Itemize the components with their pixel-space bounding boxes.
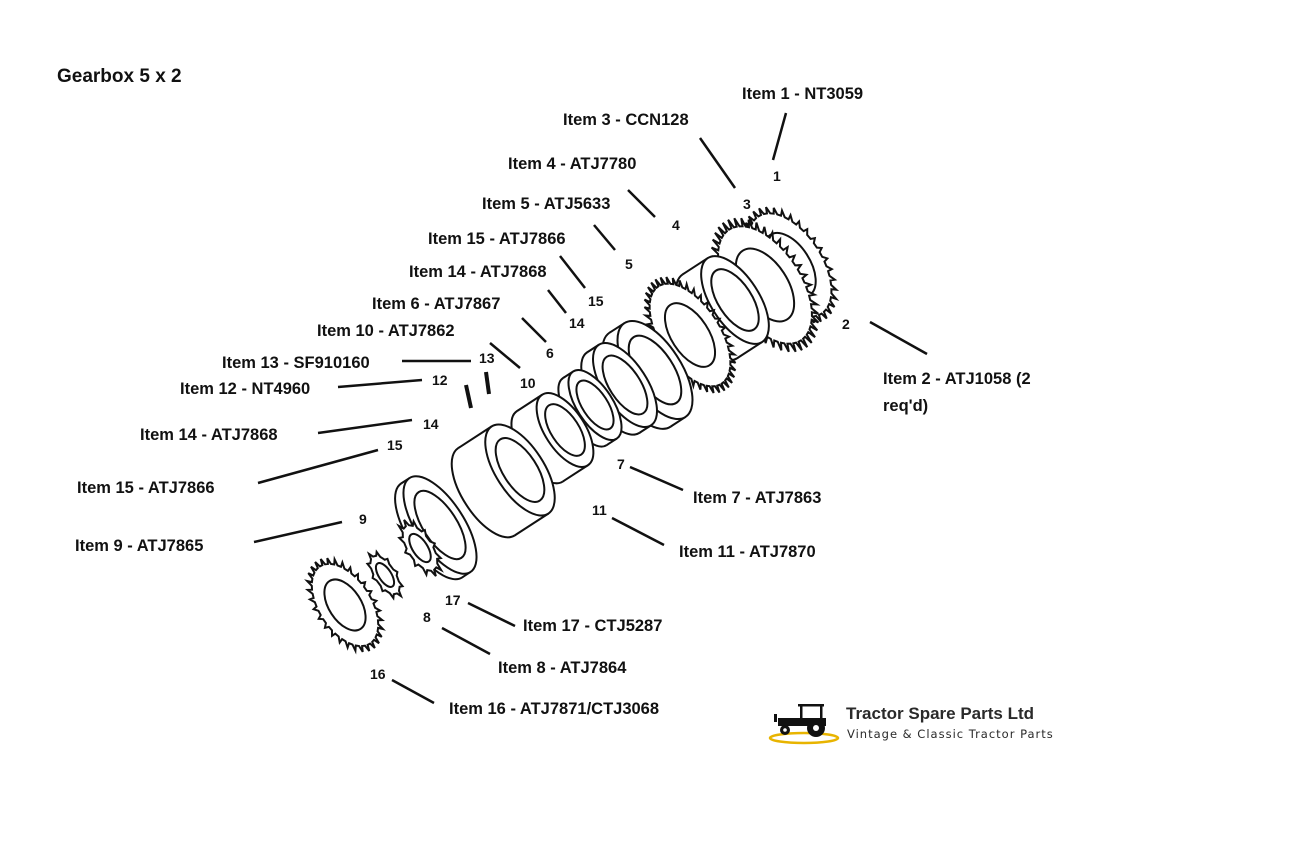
callout-5: 5 [625, 256, 633, 272]
leader-4 [627, 189, 656, 218]
callout-4: 4 [672, 217, 680, 233]
callout-7: 7 [617, 456, 625, 472]
item-15-top-label: Item 15 - ATJ7866 [428, 230, 566, 248]
item-17-label: Item 17 - CTJ5287 [523, 617, 663, 635]
item-2-label: Item 2 - ATJ1058 (2 [883, 370, 1031, 388]
part-screw-12 [464, 384, 473, 409]
callout-14-bottom: 14 [423, 416, 439, 432]
callout-10: 10 [520, 375, 536, 391]
leader-8 [441, 626, 491, 656]
part-sleeve-11-edge-top [457, 425, 493, 450]
callout-3: 3 [743, 196, 751, 212]
part-gear-16 [304, 555, 386, 655]
part-ring-7-inner [575, 379, 615, 431]
item-15-bottom-label: Item 15 - ATJ7866 [77, 479, 215, 497]
part-screw-13 [484, 371, 491, 395]
item-5-label: Item 5 - ATJ5633 [482, 195, 611, 213]
callout-9: 9 [359, 511, 367, 527]
part-sleeve-11-inner [494, 437, 546, 503]
part-gear-5-bore [663, 302, 717, 368]
part-bearing-10 [510, 392, 595, 485]
leader-2 [869, 320, 928, 356]
part-gear-16-bore [323, 578, 367, 632]
item-16-label: Item 16 - ATJ7871/CTJ3068 [449, 700, 660, 718]
leader-12 [337, 378, 423, 389]
callout-2: 2 [842, 316, 850, 332]
item-13-label: Item 13 - SF910160 [222, 354, 370, 372]
leader-10 [489, 342, 521, 369]
logo-tagline: Vintage & Classic Tractor Parts [847, 727, 1054, 741]
part-bearing-10-edge-bottom [562, 464, 589, 483]
leader-15b [257, 448, 379, 485]
callout-12: 12 [432, 372, 448, 388]
part-washer-9 [396, 518, 444, 578]
callout-15-bottom: 15 [387, 437, 403, 453]
callout-15-top: 15 [588, 293, 604, 309]
diagram-title: Gearbox 5 x 2 [57, 66, 182, 87]
part-ring-7 [557, 369, 623, 448]
leader-3 [698, 137, 737, 189]
leader-9 [253, 520, 343, 544]
part-ring-6 [580, 341, 658, 436]
callout-13: 13 [479, 350, 495, 366]
part-hub-inner [710, 268, 760, 332]
leader-16 [391, 678, 435, 705]
item-12-label: Item 12 - NT4960 [180, 380, 311, 398]
item-10-label: Item 10 - ATJ7862 [317, 322, 455, 340]
item-2-label-cont: req'd) [883, 397, 929, 415]
part-bearing-10-inner [544, 403, 586, 457]
tractor-icon [768, 704, 840, 745]
callout-16: 16 [370, 666, 386, 682]
part-nut-8-bore [374, 562, 396, 588]
leader-15a [559, 255, 586, 289]
item-1-label: Item 1 - NT3059 [742, 85, 864, 103]
callout-14-top: 14 [569, 315, 585, 331]
item-6-label: Item 6 - ATJ7867 [372, 295, 501, 313]
callout-8: 8 [423, 609, 431, 625]
item-7-label: Item 7 - ATJ7863 [693, 489, 822, 507]
item-14-bottom-label: Item 14 - ATJ7868 [140, 426, 278, 444]
part-gear-5 [642, 276, 738, 394]
part-nut-8 [365, 549, 405, 601]
item-3-label: Item 3 - CCN128 [563, 111, 689, 129]
leader-11 [611, 516, 665, 547]
item-8-label: Item 8 - ATJ7864 [498, 659, 627, 677]
callout-17: 17 [445, 592, 461, 608]
callout-11: 11 [592, 502, 607, 518]
leader-17 [467, 601, 516, 628]
leader-14b [317, 418, 413, 435]
part-ring-15b [394, 475, 478, 581]
part-bearing-10-edge-top [516, 393, 543, 412]
leader-1 [771, 112, 788, 161]
leader-5 [593, 224, 616, 251]
item-14-top-label: Item 14 - ATJ7868 [409, 263, 547, 281]
part-sleeve-11 [450, 423, 556, 539]
item-9-label: Item 9 - ATJ7865 [75, 537, 204, 555]
part-ring-6-inner [601, 354, 649, 416]
callout-6: 6 [546, 345, 554, 361]
part-sleeve-11-edge-bottom [514, 512, 549, 537]
company-logo: Tractor Spare Parts Ltd Vintage & Classi… [768, 700, 1098, 748]
item-4-label: Item 4 - ATJ7780 [508, 155, 637, 173]
logo-company-name: Tractor Spare Parts Ltd [846, 704, 1035, 723]
part-washer-9-bore [408, 532, 432, 564]
leader-6 [521, 317, 547, 343]
item-11-label: Item 11 - ATJ7870 [679, 543, 816, 561]
leader-14a [547, 289, 567, 314]
callout-1: 1 [773, 168, 781, 184]
leader-7 [629, 465, 684, 492]
